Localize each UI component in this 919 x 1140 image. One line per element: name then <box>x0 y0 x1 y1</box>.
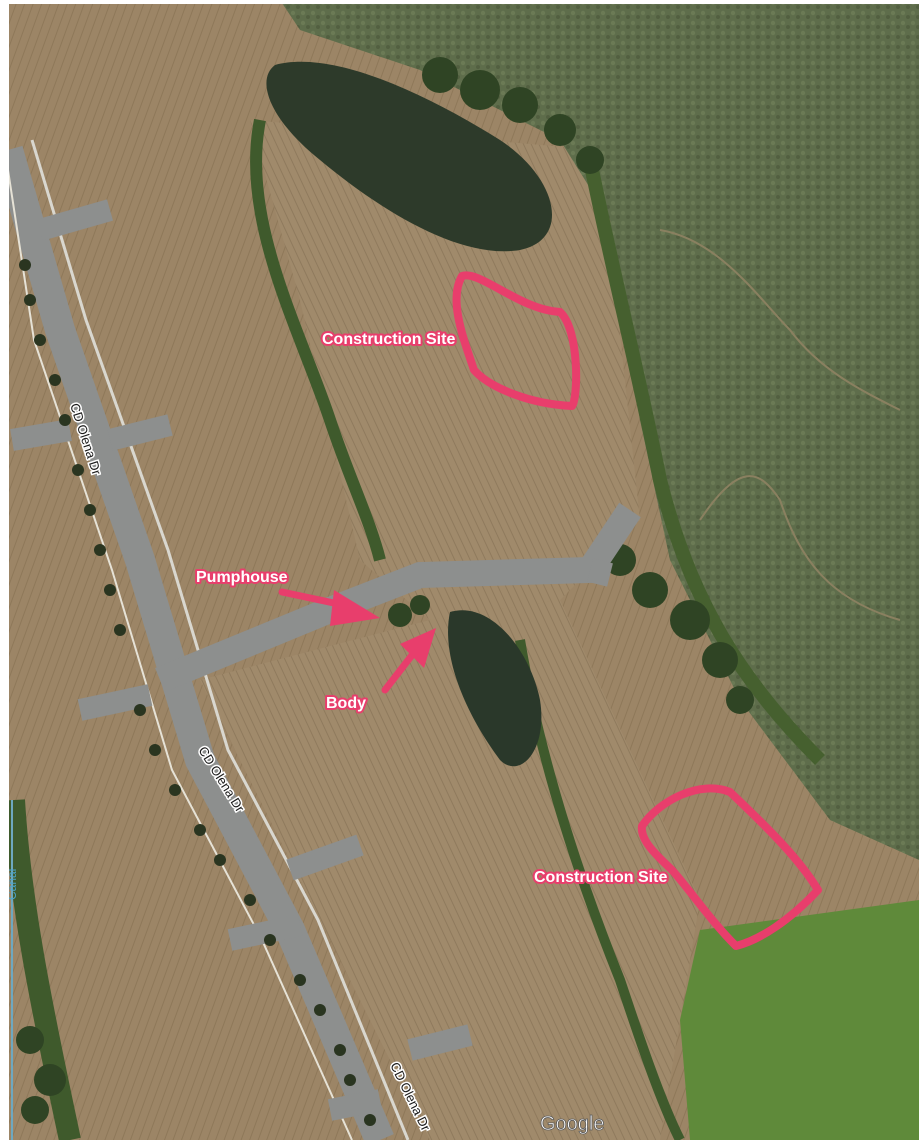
body-arrow <box>381 628 436 694</box>
roadside-trees <box>19 259 376 1126</box>
construction-site-label-2: Construction Site <box>534 869 667 886</box>
image-border-left <box>0 0 9 1140</box>
crop-field <box>280 0 919 860</box>
hedgerow <box>583 158 825 765</box>
lower-middle-field <box>200 600 700 1140</box>
construction-site-outline-1 <box>452 271 581 410</box>
lower-pond <box>448 610 542 767</box>
road-edge <box>30 139 410 1140</box>
pumphouse-label: Pumphouse <box>196 569 288 586</box>
access-road-stub <box>587 558 613 587</box>
cd-olena-dr-road <box>0 145 394 1140</box>
road-edge <box>7 169 353 1140</box>
construction-site-outline-2 <box>637 784 822 950</box>
hedgerow <box>515 639 685 1140</box>
body-label: Body <box>326 695 366 712</box>
field-trail <box>659 229 901 411</box>
trees <box>16 57 754 1124</box>
lawn <box>680 900 919 1140</box>
field-trail <box>699 475 901 621</box>
upper-pond <box>266 61 553 252</box>
driveways <box>10 199 473 1121</box>
hedgerow <box>250 118 386 562</box>
access-road <box>155 502 641 693</box>
construction-site-label-1: Construction Site <box>322 331 455 348</box>
pumphouse-arrow <box>278 588 380 626</box>
image-border-top <box>0 0 919 4</box>
middle-field <box>250 120 640 620</box>
google-attribution: Google <box>540 1113 605 1135</box>
